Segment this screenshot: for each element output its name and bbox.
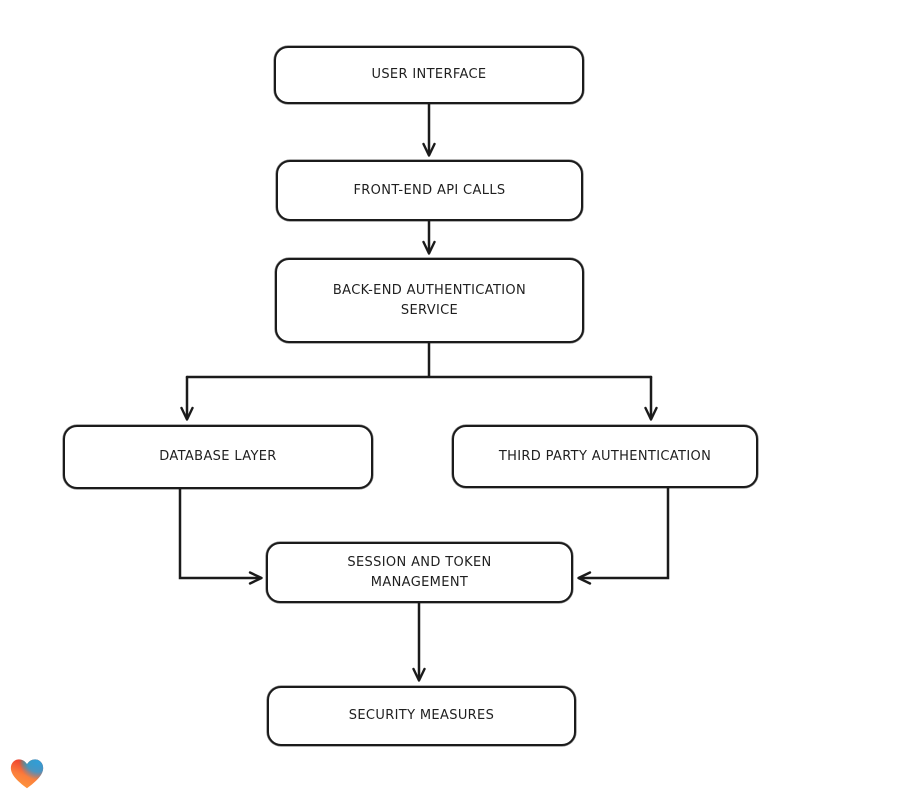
node-user-interface: USER INTERFACE (274, 46, 584, 104)
edge-database-to-session (178, 487, 263, 585)
node-front-end-api-calls-label: FRONT-END API CALLS (353, 182, 506, 198)
node-third-party-authentication-label: THIRD PARTY AUTHENTICATION (498, 448, 712, 464)
node-security-measures-label: SECURITY MEASURES (348, 708, 495, 724)
lovable-heart-logo[interactable] (10, 757, 44, 792)
edge-backend-split (185, 341, 653, 379)
heart-icon (10, 759, 44, 789)
node-third-party-authentication: THIRD PARTY AUTHENTICATION (452, 425, 758, 488)
node-database-layer-label: DATABASE LAYER (159, 449, 277, 465)
node-back-end-authentication-service-label: BACK-END AUTHENTICATION SERVICE (332, 283, 527, 318)
node-front-end-api-calls: FRONT-END API CALLS (276, 160, 583, 221)
node-back-end-authentication-service: BACK-END AUTHENTICATION SERVICE (275, 258, 584, 343)
node-database-layer: DATABASE LAYER (63, 425, 373, 489)
node-security-measures: SECURITY MEASURES (267, 686, 576, 746)
node-user-interface-label: USER INTERFACE (371, 67, 487, 83)
edge-thirdparty-to-session (577, 486, 670, 585)
node-session-and-token-management-label: SESSION AND TOKEN MANAGEMENT (347, 555, 492, 590)
node-session-and-token-management: SESSION AND TOKEN MANAGEMENT (266, 542, 573, 603)
